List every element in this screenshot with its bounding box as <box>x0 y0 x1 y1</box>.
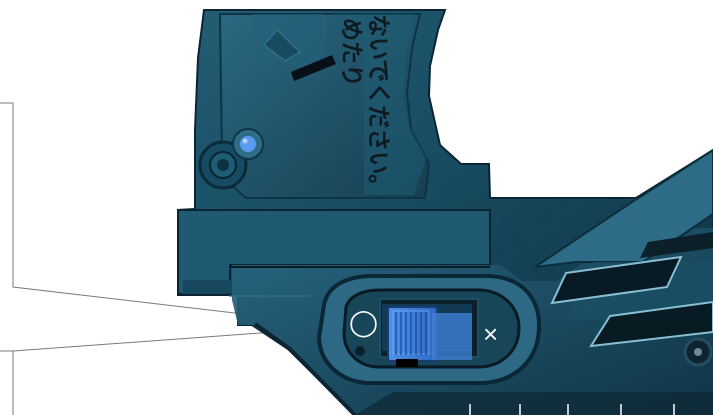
screw-icon <box>198 128 264 190</box>
caution-line-2: ないでください。 <box>365 14 391 197</box>
vent-slot-1 <box>550 255 683 305</box>
caution-line-1: めたり <box>338 18 364 87</box>
switch-mark-right: × <box>483 319 498 349</box>
slider-switch-icon[interactable] <box>387 306 472 367</box>
panel-slit <box>291 55 336 81</box>
lower-block <box>177 209 491 295</box>
vent-slot-2 <box>589 300 713 348</box>
leader-line-top <box>0 102 338 326</box>
switch-mark-left: ◯ <box>349 307 378 338</box>
